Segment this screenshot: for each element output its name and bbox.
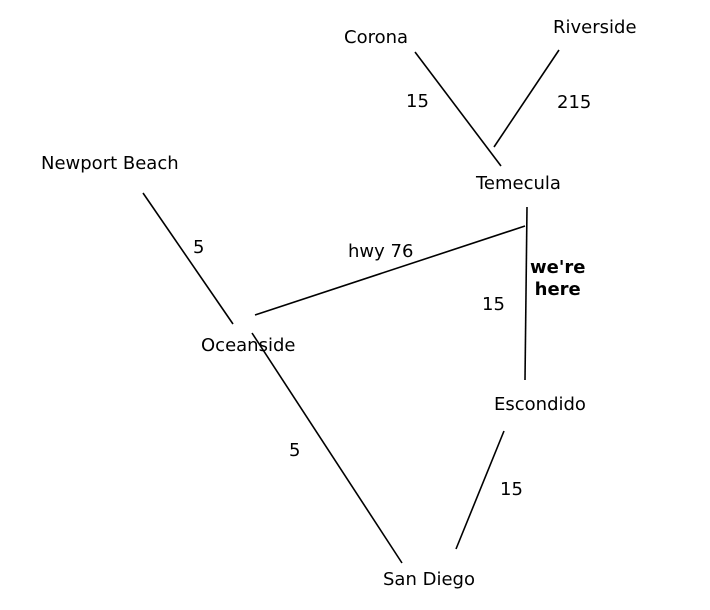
place-corona: Corona [344, 27, 409, 48]
place-san-diego: San Diego [383, 569, 475, 590]
place-temecula: Temecula [476, 173, 561, 194]
road-oceanside-temecula [254, 225, 526, 316]
road-label-oceanside-sandiego: 5 [289, 440, 301, 461]
road-temecula-escondido [524, 206, 528, 381]
road-label-temecula-escondido: 15 [482, 294, 505, 315]
place-newport-beach: Newport Beach [41, 153, 179, 174]
road-riverside-temecula [493, 49, 560, 148]
road-corona-temecula [414, 51, 502, 167]
road-label-newport-oceanside: 5 [193, 237, 205, 258]
you-are-here-line1: we're [530, 257, 586, 278]
place-riverside: Riverside [553, 17, 637, 38]
road-label-corona-temecula: 15 [406, 91, 429, 112]
road-label-riverside-temecula: 215 [557, 92, 592, 113]
place-escondido: Escondido [494, 394, 586, 415]
you-are-here-line2: here [534, 279, 581, 300]
road-label-escondido-sandiego: 15 [500, 479, 523, 500]
road-oceanside-sandiego [251, 332, 403, 564]
you-are-here-note: we're here [530, 257, 585, 301]
place-oceanside: Oceanside [201, 335, 296, 356]
road-newport-oceanside [142, 192, 234, 325]
road-label-oceanside-temecula: hwy 76 [348, 241, 414, 262]
road-escondido-sandiego [455, 430, 505, 550]
